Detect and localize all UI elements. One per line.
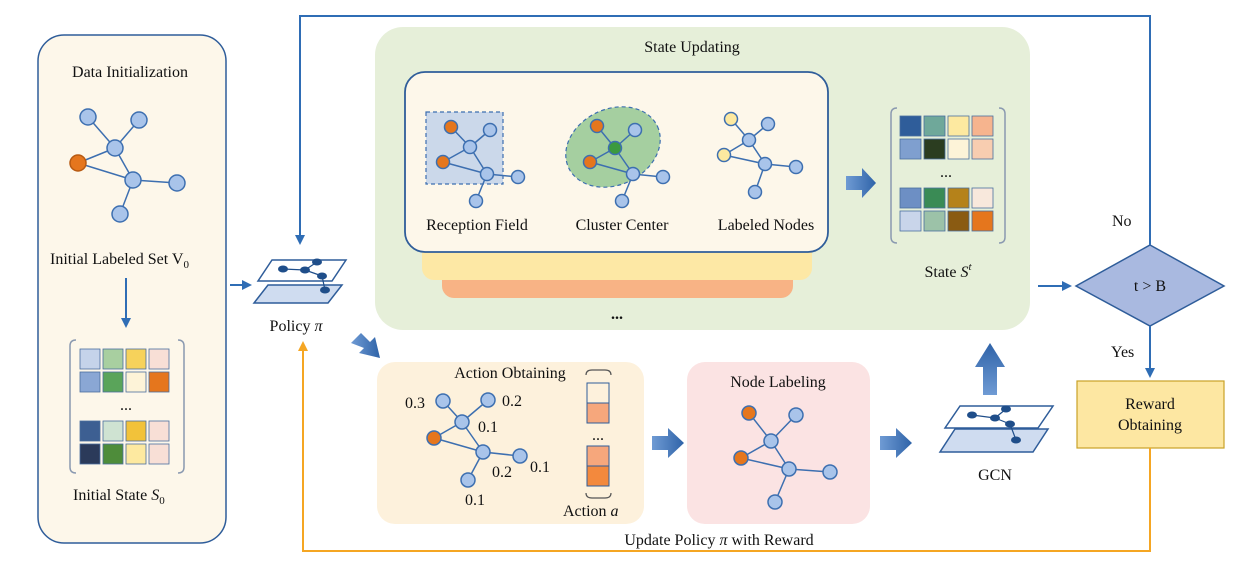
action-ellipsis: ... — [592, 427, 604, 444]
data-initialization-title: Data Initialization — [72, 64, 188, 81]
node-labeling-title: Node Labeling — [730, 374, 826, 391]
gcn-to-state-arrow — [975, 343, 1005, 395]
decision-yes-label: Yes — [1111, 344, 1134, 361]
policy-label: Policy π — [270, 318, 324, 335]
initial-graph — [69, 108, 186, 223]
policy-icon — [252, 258, 348, 304]
score-label: 0.2 — [502, 393, 522, 410]
score-label: 0.1 — [530, 459, 550, 476]
gcn-label: GCN — [978, 467, 1012, 484]
state-matrix: ... — [890, 107, 1006, 244]
reception-field-graph — [425, 111, 526, 209]
feedback-label: Update Policy π with Reward — [624, 532, 813, 549]
state-matrix-ellipsis: ... — [940, 164, 952, 181]
policy-to-action-arrow — [351, 333, 380, 358]
initial-state-label: Initial State S0 — [73, 487, 165, 507]
labeling-to-gcn-arrow — [880, 428, 912, 458]
state-updating-title: State Updating — [644, 39, 740, 56]
graph-node — [168, 174, 186, 192]
decision-no-label: No — [1112, 213, 1132, 230]
node-labeling-panel: Node Labeling — [687, 362, 870, 524]
state-label: State St — [924, 261, 972, 281]
score-label: 0.2 — [492, 464, 512, 481]
reward-obtaining-box — [1076, 380, 1225, 449]
graph-node — [79, 108, 97, 126]
labeled-node — [69, 154, 87, 172]
graph-node — [130, 111, 148, 129]
data-initialization-panel: Data Initialization Initial Labeled Set … — [37, 34, 227, 544]
action-label: Action a — [563, 503, 619, 520]
reward-line2: Obtaining — [1118, 417, 1182, 434]
initial-labeled-set-label: Initial Labeled Set V0 — [50, 251, 189, 271]
graph-node — [106, 139, 124, 157]
panel-label-reception-field: Reception Field — [426, 217, 528, 234]
action-vector: ... — [585, 369, 612, 499]
feedback-label-bg — [604, 531, 834, 550]
stack-ellipsis: ... — [611, 306, 623, 323]
action-obtaining-panel: Action Obtaining 0.3 0.2 0.1 0.2 0.1 0.1 — [377, 362, 644, 524]
action-obtaining-title: Action Obtaining — [454, 365, 566, 382]
labeled-nodes-graph — [716, 111, 804, 200]
graph-node — [124, 171, 142, 189]
panel-label-labeled-nodes: Labeled Nodes — [718, 217, 814, 234]
feedback-loop-arrow — [298, 341, 1151, 552]
panel-label-cluster-center: Cluster Center — [576, 217, 670, 234]
score-label: 0.3 — [405, 395, 425, 412]
score-label: 0.1 — [465, 492, 485, 509]
matrix-ellipsis: ... — [120, 397, 132, 414]
action-to-labeling-arrow — [652, 428, 684, 458]
initial-state-matrix: ... — [69, 339, 185, 474]
state-updating-panel: State Updating ... — [375, 27, 1030, 330]
to-state-arrow — [846, 168, 876, 198]
score-label: 0.1 — [478, 419, 498, 436]
cluster-center-graph — [565, 106, 671, 209]
gcn-icon — [938, 405, 1055, 453]
decision-condition: t > B — [1134, 278, 1166, 295]
no-loop-arrow — [295, 15, 1151, 245]
graph-node — [111, 205, 129, 223]
reward-line1: Reward — [1125, 396, 1175, 413]
